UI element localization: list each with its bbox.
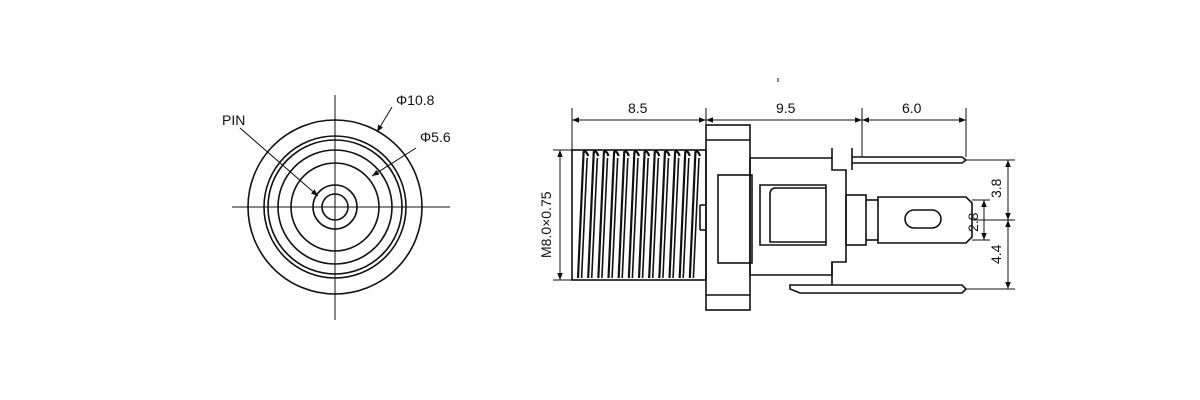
- tab-hole: [904, 209, 942, 229]
- thread-coil-back: [641, 157, 649, 279]
- thread-coil: [597, 150, 610, 279]
- thread-coil-back: [631, 157, 639, 279]
- outer-diameter-label: Φ10.8: [396, 92, 435, 108]
- inner-ring: [290, 162, 380, 252]
- thread-coil-back: [611, 157, 619, 279]
- thread-coil: [658, 150, 671, 279]
- thread-coil: [668, 150, 681, 279]
- body-length-label: 9.5: [776, 100, 796, 116]
- thread-coil: [627, 150, 641, 279]
- thread-coil-back: [651, 157, 660, 279]
- thread-coil: [587, 150, 600, 279]
- thread-length-label: 8.5: [628, 100, 648, 116]
- pin-leader: [239, 127, 319, 197]
- connector-body: [699, 157, 878, 276]
- thread-coil: [678, 150, 691, 279]
- pin-label: PIN: [222, 112, 245, 128]
- mounting-flange: [705, 124, 751, 311]
- pin-socket-inner: [321, 193, 349, 221]
- threaded-barrel: [571, 149, 707, 281]
- center-tab-terminal: [877, 196, 973, 244]
- thread-coil-back: [601, 157, 609, 279]
- terminal-length-label: 6.0: [902, 100, 922, 116]
- thread-coil-back: [662, 157, 670, 279]
- side-view: 8.5 9.5 6.0 M8.0×0.75 3.8 2.8 4.4: [538, 78, 1015, 311]
- inner-diameter-label: Φ5.6: [420, 129, 451, 145]
- thread-coil: [607, 150, 620, 279]
- thread-coil: [617, 150, 630, 279]
- thread-spec-label: M8.0×0.75: [538, 191, 554, 258]
- thread-coil-back: [580, 157, 588, 279]
- thread-coil-back: [590, 157, 599, 279]
- ring-4: [277, 149, 393, 265]
- lower-terminal: [789, 262, 968, 294]
- inner-diameter-leader: [371, 147, 417, 177]
- thread-coil: [576, 150, 590, 279]
- thread-coil-back: [682, 157, 690, 279]
- front-view: PIN Φ10.8 Φ5.6: [222, 92, 451, 320]
- ring-3: [267, 139, 403, 275]
- upper-offset-label: 3.8: [988, 178, 1004, 198]
- outer-diameter-leader: [376, 106, 393, 133]
- pin-socket-outer: [312, 184, 358, 230]
- tab-width-label: 2.8: [965, 212, 981, 232]
- thread-coil-back: [672, 157, 680, 279]
- thread-coil-back: [692, 157, 700, 279]
- ring-2: [263, 135, 407, 279]
- outer-ring: [247, 119, 423, 295]
- thread-coil: [648, 150, 661, 279]
- thread-coil: [637, 150, 651, 279]
- thread-coils: [576, 150, 702, 279]
- thread-coil: [688, 150, 702, 279]
- thread-coil-back: [621, 157, 629, 279]
- upper-terminal: [831, 148, 968, 170]
- lower-offset-label: 4.4: [988, 244, 1004, 264]
